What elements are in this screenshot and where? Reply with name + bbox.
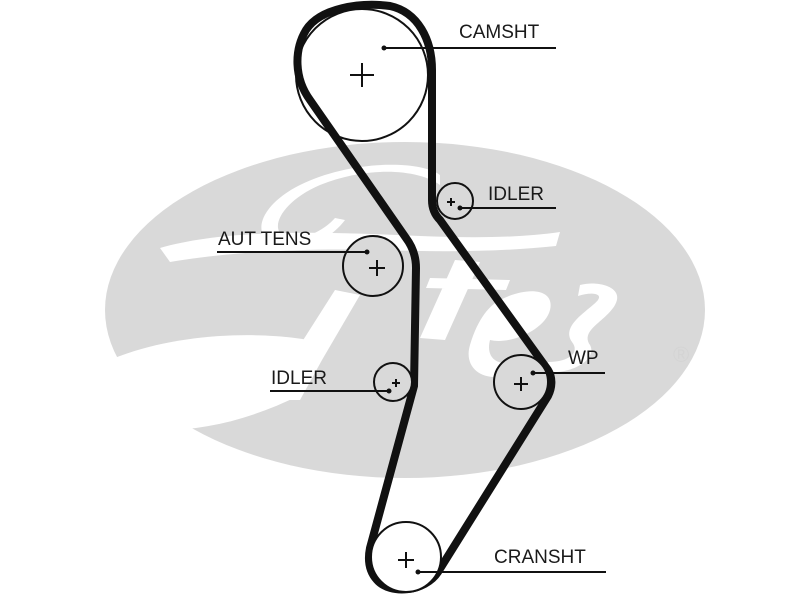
- crankshaft-pulley: CRANSHT: [370, 521, 606, 593]
- camshaft-label: CAMSHT: [459, 22, 540, 43]
- camshaft-pulley: CAMSHT: [295, 8, 556, 142]
- idler-upper-label: IDLER: [488, 184, 544, 205]
- logo-letter-a: [278, 290, 360, 400]
- auto-tensioner-outline: [342, 235, 404, 297]
- registered-mark: ®: [673, 342, 689, 367]
- center-cross-icon: [369, 260, 385, 276]
- logo-swoosh-lower: [104, 335, 330, 431]
- center-cross-icon: [514, 377, 528, 391]
- auto-tensioner-pulley: AUT TENS: [217, 229, 404, 297]
- logo-swoosh-g-bowl: [261, 164, 440, 249]
- logo-letter-e: [468, 291, 551, 378]
- idler-upper-pulley: IDLER: [436, 182, 556, 220]
- water-pump-pulley: WP: [493, 348, 605, 410]
- auto-tensioner-label: AUT TENS: [218, 229, 311, 250]
- center-cross-icon: [447, 198, 455, 206]
- timing-belt: [293, 0, 556, 594]
- idler-lower-label: IDLER: [271, 368, 327, 389]
- center-cross-icon: [350, 63, 374, 87]
- water-pump-label: WP: [568, 348, 599, 369]
- idler-lower-pulley: IDLER: [270, 362, 413, 402]
- crankshaft-label: CRANSHT: [494, 547, 586, 568]
- camshaft-pulley-outline: [295, 8, 429, 142]
- center-cross-icon: [392, 379, 400, 387]
- logo-letter-s: [545, 283, 618, 373]
- gates-logo-icon: ®: [104, 142, 705, 478]
- center-cross-icon: [398, 552, 414, 568]
